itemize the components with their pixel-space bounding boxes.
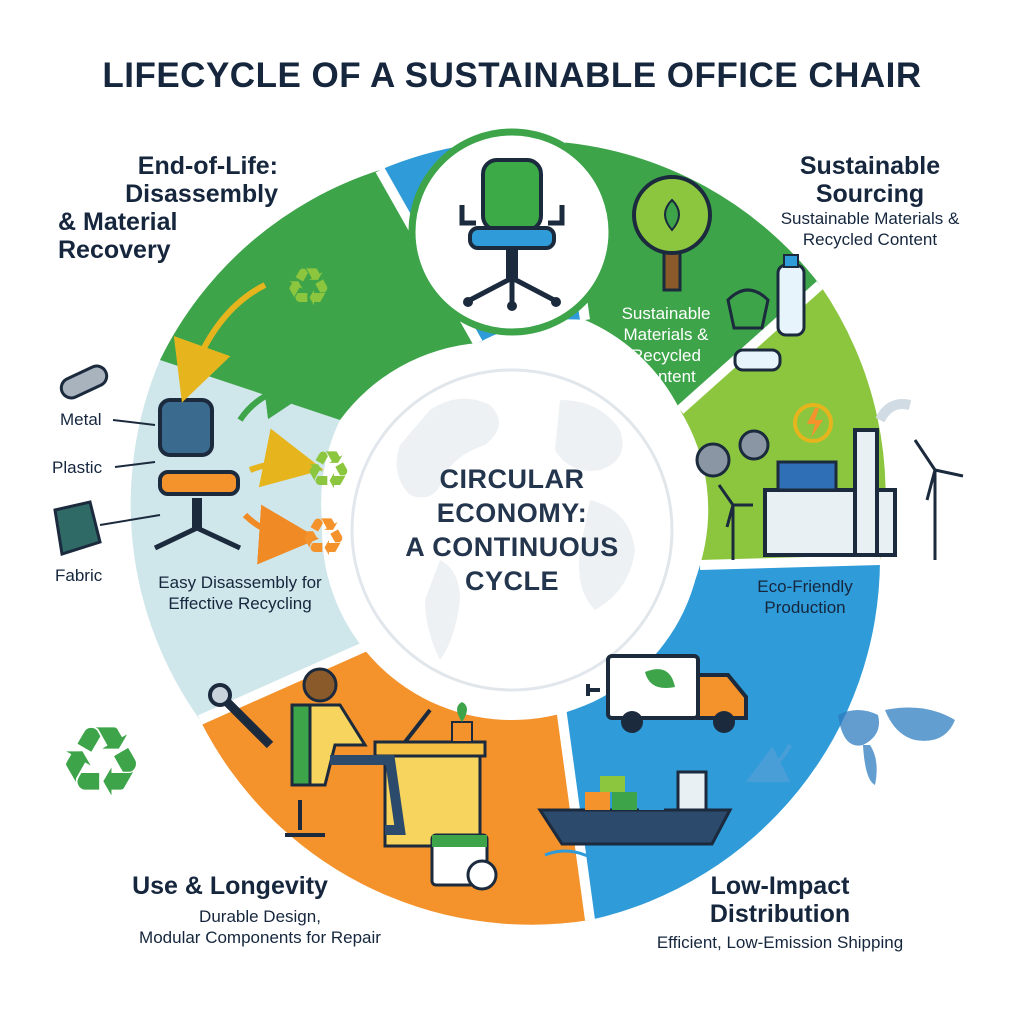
sourcing-subtitle-line: Sustainable Materials & [780, 209, 960, 228]
use-subtitle-line: Modular Components for Repair [139, 928, 381, 947]
distribution-title-line: Distribution [709, 900, 851, 928]
arrow-to-plastic-recycle [248, 428, 324, 488]
end-of-life-title: End-of-Life: Disassembly & Material Reco… [58, 152, 278, 264]
sourcing-inner-label: Sustainable Materials & Recycled Content [596, 303, 736, 387]
sourcing-title-block: Sustainable Sourcing Sustainable Materia… [740, 152, 1000, 250]
production-label: Eco-Friendly Production [730, 576, 880, 618]
disassembly-label-line: Easy Disassembly for [158, 573, 322, 592]
recycled-bottle-icon: ♻ [726, 246, 806, 372]
calendar-icon [430, 833, 498, 891]
energy-icon [793, 403, 833, 443]
office-chair-icon [459, 158, 565, 311]
wrench-icon [208, 683, 274, 749]
distribution-title-block: Low-Impact Distribution Efficient, Low-E… [610, 872, 950, 953]
sourcing-inner-line: Content [636, 367, 696, 386]
use-subtitle-line: Durable Design, [199, 907, 321, 926]
center-text-line: CYCLE [464, 566, 559, 596]
arrow-to-fabric-recycle [242, 504, 319, 565]
sourcing-subtitle-line: Recycled Content [802, 230, 938, 249]
distribution-subtitle: Efficient, Low-Emission Shipping [656, 933, 904, 952]
disassembly-label-line: Effective Recycling [168, 594, 312, 613]
svg-text:♻: ♻ [760, 246, 780, 271]
material-label-metal: Metal [60, 410, 102, 429]
person-at-desk-icon [285, 667, 487, 848]
distribution-title-line: Low-Impact [710, 872, 850, 900]
sourcing-inner-line: Materials & [623, 325, 709, 344]
use-title-block: Use & Longevity Durable Design, Modular … [80, 872, 440, 948]
recycle-icon: ♻ [305, 441, 352, 501]
globe-icon [350, 368, 674, 692]
center-text-line: ECONOMY: [436, 498, 588, 528]
fabric-swatch-icon [53, 500, 102, 556]
disassembly-label: Easy Disassembly for Effective Recycling [130, 572, 350, 614]
end-of-life-title-line: End-of-Life: [137, 152, 278, 180]
circular-arrow-icon [745, 744, 792, 783]
segment-end-of-life-green [160, 170, 478, 420]
production-label-line: Production [764, 598, 846, 617]
arrow-to-metal-recycle [237, 359, 324, 422]
page-title: LIFECYCLE OF A SUSTAINABLE OFFICE CHAIR [102, 56, 922, 95]
material-label-plastic: Plastic [52, 458, 103, 477]
arrow-down-to-chair [173, 282, 267, 403]
sourcing-title-line: Sustainable [799, 152, 941, 180]
production-label-line: Eco-Friendly [757, 577, 853, 596]
recycle-icon: ♻ [58, 706, 144, 818]
recycle-icon: ♻ [285, 258, 332, 318]
delivery-truck-icon [586, 654, 748, 733]
end-of-life-title-line: Recovery [58, 236, 171, 264]
wind-turbine-icon [717, 439, 964, 560]
recycle-icon: ♻ [305, 363, 352, 423]
sourcing-inner-line: Sustainable [621, 304, 711, 323]
end-of-life-title-line: & Material [58, 208, 178, 236]
cargo-ship-icon [537, 770, 733, 861]
metal-tube-icon [59, 364, 109, 400]
use-title: Use & Longevity [132, 872, 328, 900]
end-of-life-title-line: Disassembly [125, 180, 278, 208]
gears-icon [695, 429, 770, 478]
center-text: CIRCULAR ECONOMY: A CONTINUOUS CYCLE [352, 462, 672, 598]
world-map-icon [838, 707, 955, 785]
center-text-line: CIRCULAR [439, 464, 585, 494]
material-label-fabric: Fabric [55, 566, 103, 585]
center-text-line: A CONTINUOUS [405, 532, 619, 562]
factory-icon [763, 399, 912, 557]
tree-icon [632, 175, 712, 292]
recycle-icon: ♻ [300, 508, 347, 568]
sourcing-title-line: Sourcing [815, 180, 925, 208]
sourcing-inner-line: Recycled [631, 346, 701, 365]
